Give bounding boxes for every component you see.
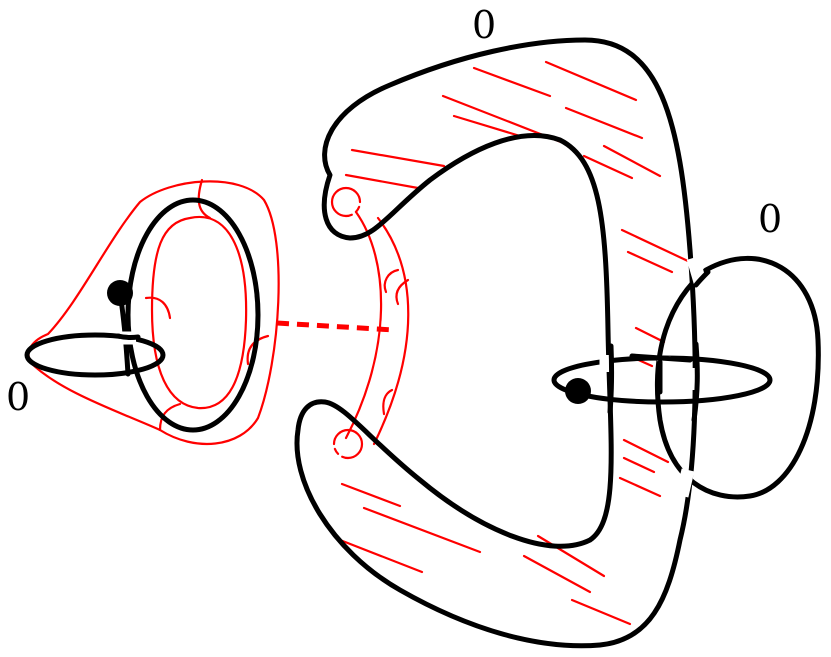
crossing-dash xyxy=(629,353,693,363)
right-figure xyxy=(294,37,821,649)
left-zero-ring xyxy=(24,332,166,378)
left-knot-circle xyxy=(125,197,261,433)
left-red-surface-inner xyxy=(150,215,248,410)
left-red-scallop-right xyxy=(246,334,270,366)
horseshoe-handle xyxy=(294,37,698,649)
right-zero-loop xyxy=(655,256,821,500)
label-left-ring: 0 xyxy=(6,375,30,419)
surface-hatching xyxy=(338,60,692,626)
red-dashed-connector xyxy=(276,320,395,333)
left-red-surface-outer xyxy=(27,180,280,446)
left-one-handle-dot xyxy=(107,280,133,306)
right-one-handle-dot xyxy=(565,378,591,404)
label-right-loop: 0 xyxy=(758,197,782,241)
red-inner-band-right xyxy=(372,216,410,446)
left-figure xyxy=(24,178,280,446)
left-red-scallop-top xyxy=(197,178,212,220)
left-red-scallop-bottom xyxy=(158,402,182,432)
red-inner-band-left xyxy=(344,210,383,440)
label-top-handle: 0 xyxy=(472,3,496,47)
left-red-scallop-mid xyxy=(144,296,172,320)
